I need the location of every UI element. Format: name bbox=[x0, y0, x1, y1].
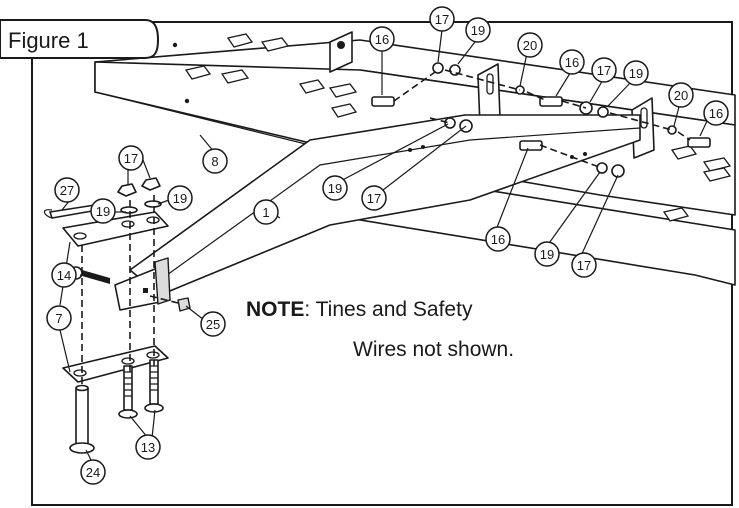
callout-17a: 17 bbox=[429, 6, 455, 32]
note-prefix: NOTE bbox=[246, 298, 304, 321]
callout-27-label: 27 bbox=[60, 183, 74, 198]
callout-19d-label: 19 bbox=[540, 247, 554, 262]
nut-25 bbox=[177, 297, 191, 312]
callout-19f-label: 19 bbox=[173, 191, 187, 206]
callout-17b: 17 bbox=[591, 57, 617, 83]
callout-17e: 17 bbox=[118, 145, 144, 171]
callout-19c-label: 19 bbox=[328, 181, 342, 196]
hitch-pin-clip bbox=[43, 204, 99, 219]
hitch-nuts-washers bbox=[117, 177, 162, 214]
assembly-lines bbox=[81, 69, 691, 385]
note-line-2: Wires not shown. bbox=[353, 338, 514, 361]
callout-17c: 17 bbox=[361, 185, 387, 211]
callout-1-label: 1 bbox=[262, 205, 269, 220]
callout-16c-label: 16 bbox=[709, 106, 723, 121]
callout-16d-label: 16 bbox=[491, 232, 505, 247]
callout-7-label: 7 bbox=[55, 311, 62, 326]
note-block: NOTE: Tines and Safety Wires not shown. bbox=[246, 298, 514, 361]
callout-20b: 20 bbox=[668, 82, 694, 108]
callout-17a-label: 17 bbox=[435, 12, 449, 27]
callout-19b-label: 19 bbox=[629, 66, 643, 81]
callout-16b-label: 16 bbox=[565, 55, 579, 70]
pivot-hardware bbox=[371, 62, 711, 178]
callout-17d-label: 17 bbox=[577, 258, 591, 273]
callout-16b: 16 bbox=[559, 49, 585, 75]
callout-13-label: 13 bbox=[141, 440, 155, 455]
callout-19a-label: 19 bbox=[471, 23, 485, 38]
callout-13: 13 bbox=[135, 434, 161, 460]
callout-25: 25 bbox=[200, 311, 226, 337]
callout-17c-label: 17 bbox=[367, 191, 381, 206]
figure-label-tab: Figure 1 bbox=[0, 19, 160, 59]
callout-20a-label: 20 bbox=[523, 38, 537, 53]
callout-17e-label: 17 bbox=[124, 151, 138, 166]
callout-17b-label: 17 bbox=[597, 63, 611, 78]
callout-14: 14 bbox=[51, 262, 77, 288]
callout-19d: 19 bbox=[534, 241, 560, 267]
callout-16d: 16 bbox=[485, 226, 511, 252]
leader-lines bbox=[59, 29, 709, 463]
carriage-bolts bbox=[118, 359, 164, 419]
callout-19a: 19 bbox=[465, 17, 491, 43]
callout-16a: 16 bbox=[369, 26, 395, 52]
callout-16c: 16 bbox=[703, 100, 729, 126]
callout-19f: 19 bbox=[167, 185, 193, 211]
callout-7: 7 bbox=[46, 305, 72, 331]
callout-24: 24 bbox=[80, 459, 106, 485]
callout-19e-label: 19 bbox=[96, 204, 110, 219]
callout-19c: 19 bbox=[322, 175, 348, 201]
callout-16a-label: 16 bbox=[375, 32, 389, 47]
callout-27: 27 bbox=[54, 177, 80, 203]
callout-8-label: 8 bbox=[211, 154, 218, 169]
hitch-plate-upper bbox=[62, 211, 169, 247]
callout-19b: 19 bbox=[623, 60, 649, 86]
callout-24-label: 24 bbox=[86, 465, 100, 480]
hitch-pin bbox=[69, 384, 95, 454]
callout-1: 1 bbox=[253, 199, 279, 225]
figure-label: Figure 1 bbox=[8, 28, 89, 53]
callout-25-label: 25 bbox=[206, 317, 220, 332]
hitch-plate-lower bbox=[62, 345, 169, 383]
pivot-bracket-left bbox=[329, 31, 353, 73]
note-line-1: NOTE: Tines and Safety bbox=[246, 298, 473, 321]
callout-14-label: 14 bbox=[57, 268, 71, 283]
callout-17d: 17 bbox=[571, 252, 597, 278]
callout-20b-label: 20 bbox=[674, 88, 688, 103]
callout-20a: 20 bbox=[517, 32, 543, 58]
callout-8: 8 bbox=[202, 148, 228, 174]
callout-19e: 19 bbox=[90, 198, 116, 224]
note-line-1-text: : Tines and Safety bbox=[304, 298, 473, 321]
